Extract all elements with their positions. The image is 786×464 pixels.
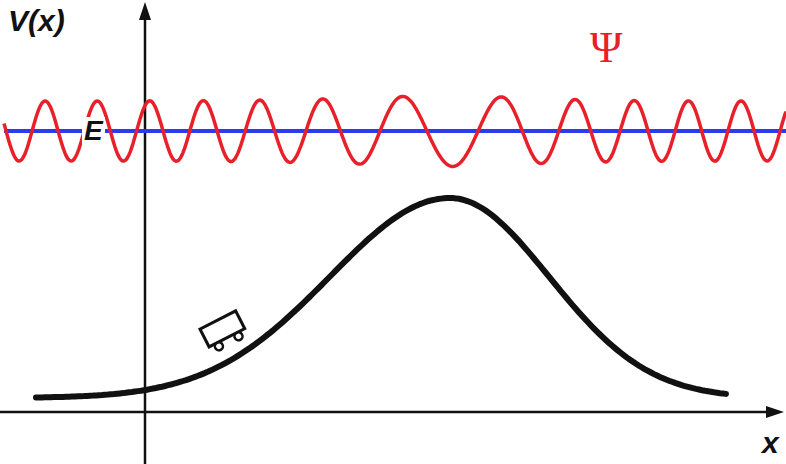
energy-label: E xyxy=(82,117,105,145)
cart xyxy=(200,311,248,354)
axis-label: V(x) xyxy=(8,6,65,36)
x-axis-arrowhead xyxy=(766,406,784,418)
y-axis xyxy=(144,14,147,464)
energy-level xyxy=(4,129,786,133)
wavefunction-label: Ψ xyxy=(590,26,622,70)
axis-label: x xyxy=(762,428,779,458)
potential-curve xyxy=(36,198,726,398)
cart-wheel xyxy=(233,331,244,342)
cart-wheel xyxy=(214,341,225,352)
y-axis-arrowhead xyxy=(139,2,151,20)
x-axis xyxy=(0,411,770,414)
wave-function xyxy=(4,96,786,166)
cart-body xyxy=(200,311,245,347)
